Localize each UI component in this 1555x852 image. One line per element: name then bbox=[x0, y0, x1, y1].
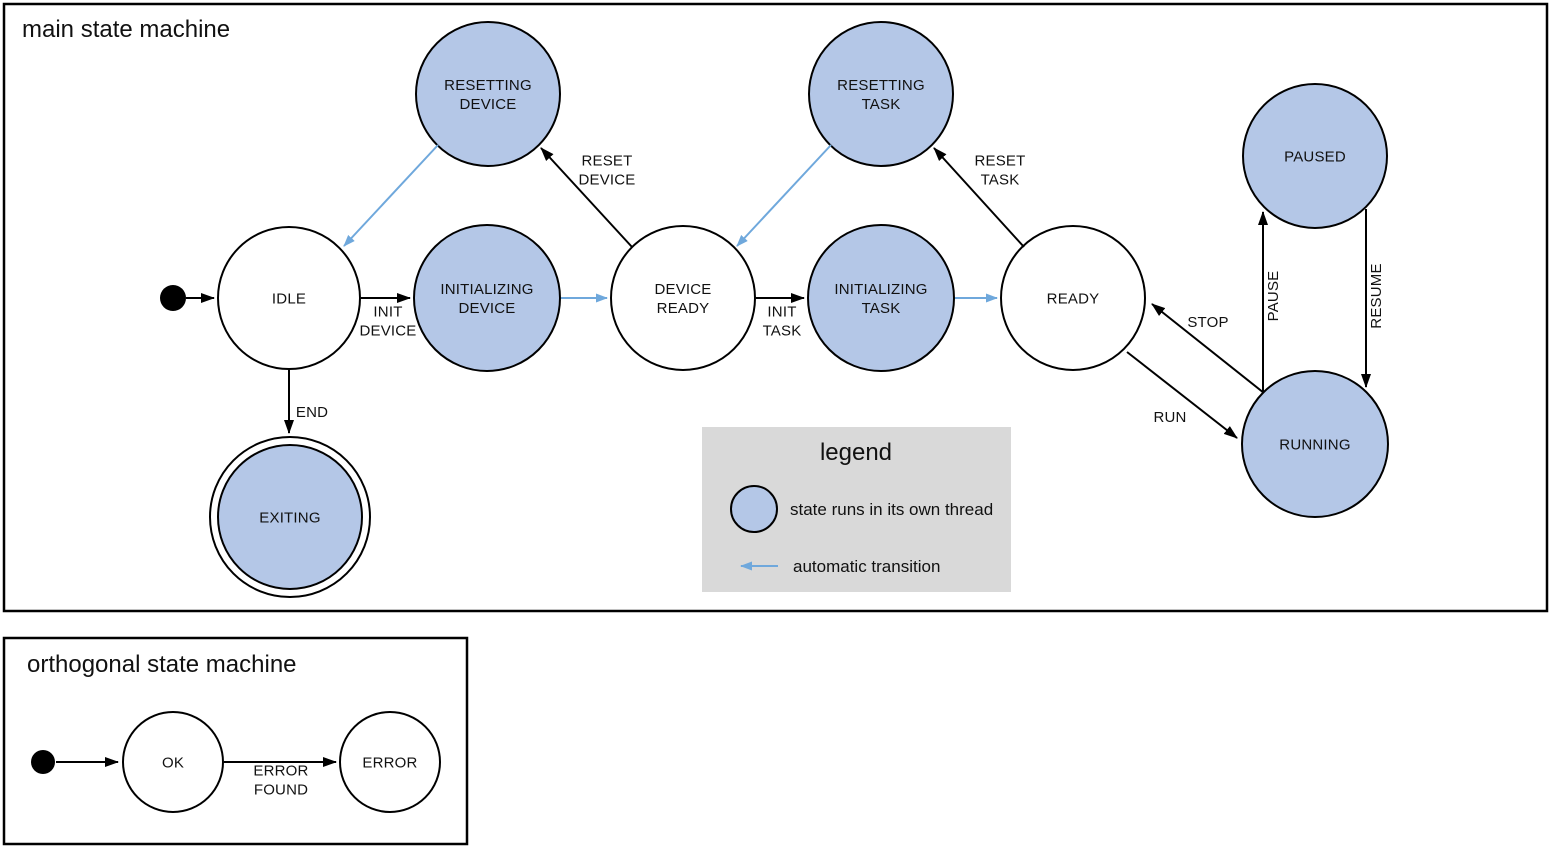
state-paused bbox=[1242, 83, 1388, 229]
threaded-state-swatch-icon bbox=[730, 485, 778, 533]
state-label-ready: READY bbox=[1047, 291, 1100, 308]
transition-auto-reset-task-to-device-ready-auto bbox=[736, 144, 832, 247]
orthogonal-state-machine-title: orthogonal state machine bbox=[27, 651, 297, 678]
state-running bbox=[1241, 370, 1389, 518]
state-error bbox=[339, 711, 441, 813]
state-idle bbox=[217, 226, 361, 370]
state-resetting-device bbox=[415, 21, 561, 167]
state-label-idle: IDLE bbox=[272, 291, 306, 308]
state-initializing-device bbox=[413, 224, 561, 372]
state-exiting bbox=[217, 444, 363, 590]
transition-reset-task bbox=[933, 147, 1025, 248]
main-state-machine-title: main state machine bbox=[22, 16, 230, 43]
transition-auto-reset-device-to-idle-auto bbox=[343, 144, 439, 247]
state-label-ok: OK bbox=[162, 755, 184, 772]
state-initializing-task bbox=[807, 224, 955, 372]
transition-label-end: END bbox=[296, 404, 328, 421]
state-device-ready bbox=[610, 225, 756, 371]
legend-item-threaded-label: state runs in its own thread bbox=[790, 500, 993, 519]
state-label-error: ERROR bbox=[362, 755, 417, 772]
legend: legend state runs in its own thread auto… bbox=[702, 427, 1011, 592]
transition-run bbox=[1126, 351, 1238, 439]
ortho-initial-state-dot bbox=[31, 750, 55, 774]
state-label-exiting: EXITING bbox=[259, 510, 320, 527]
state-ok bbox=[122, 711, 224, 813]
legend-title: legend bbox=[820, 439, 892, 466]
state-label-running: RUNNING bbox=[1279, 437, 1350, 454]
legend-item-auto-label: automatic transition bbox=[793, 557, 940, 576]
transition-stop bbox=[1151, 303, 1265, 394]
transition-label-run: RUN bbox=[1153, 409, 1186, 426]
state-label-paused: PAUSED bbox=[1284, 149, 1346, 166]
state-ready bbox=[1000, 225, 1146, 371]
ortho-states-layer: OK ERROR bbox=[31, 711, 441, 813]
main-initial-state-dot bbox=[160, 285, 186, 311]
transition-reset-device bbox=[540, 147, 633, 248]
transition-label-resume: RESUME bbox=[1368, 263, 1385, 328]
transition-label-stop: STOP bbox=[1187, 314, 1228, 331]
state-resetting-task bbox=[808, 21, 954, 167]
transition-label-pause: PAUSE bbox=[1265, 271, 1282, 322]
